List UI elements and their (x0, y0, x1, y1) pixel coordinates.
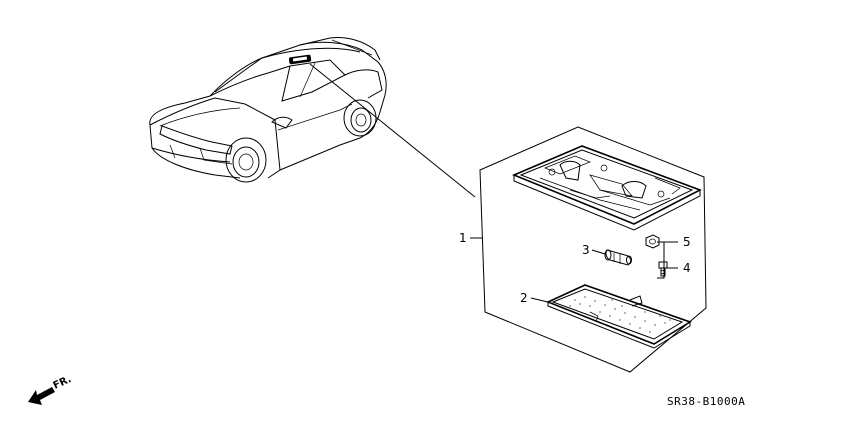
direction-label: FR. (52, 374, 73, 392)
nut (645, 234, 660, 249)
callout-4: 4 (683, 261, 691, 275)
assembly-box (479, 126, 707, 373)
callout-2: 2 (520, 291, 528, 305)
callout-1: 1 (459, 231, 467, 245)
bulb (604, 249, 632, 266)
front-direction-arrow-icon (28, 387, 55, 405)
screw (658, 261, 668, 277)
leader-line (309, 63, 476, 198)
light-housing (511, 145, 702, 231)
callout-3: 3 (582, 243, 590, 257)
callout-5: 5 (683, 235, 691, 249)
diagram-code: SR38-B1000A (667, 395, 745, 408)
car-illustration (149, 37, 387, 183)
lens (545, 284, 692, 349)
